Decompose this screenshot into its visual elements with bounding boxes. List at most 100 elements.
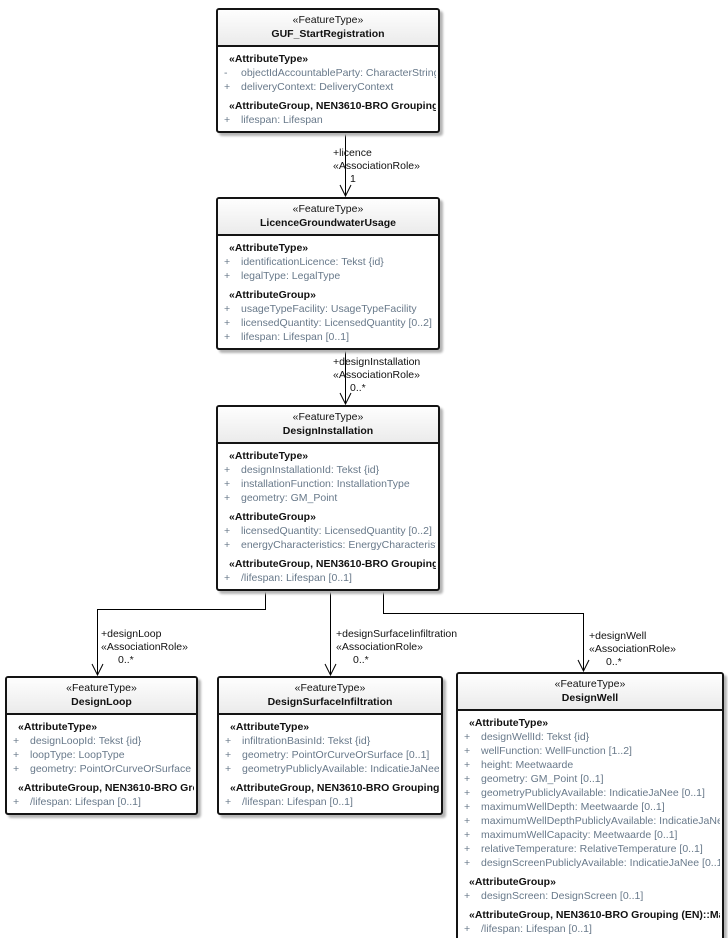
attribute-visibility: + (224, 303, 231, 315)
class-design-loop[interactable]: «FeatureType» DesignLoop «AttributeType»… (5, 676, 198, 815)
attribute-section-header: «AttributeGroup» (229, 511, 316, 523)
attribute-visibility: + (225, 796, 232, 808)
association-multiplicity: 0..* (606, 656, 622, 668)
class-stereotype: «FeatureType» (66, 682, 137, 694)
attribute-row: + height: Meetwaarde (458, 758, 720, 772)
attribute-visibility: + (225, 749, 232, 761)
attribute-row: + deliveryContext: DeliveryContext (218, 80, 436, 94)
class-guf-start-registration[interactable]: «FeatureType» GUF_StartRegistration «Att… (216, 8, 440, 133)
class-design-installation[interactable]: «FeatureType» DesignInstallation «Attrib… (216, 405, 440, 591)
class-name: GUF_StartRegistration (271, 28, 385, 40)
association-label-design-well[interactable]: +designWell «AssociationRole» 0..* (589, 630, 676, 669)
attribute-row: + designScreenPubliclyAvailable: Indicati… (458, 856, 720, 870)
attribute-visibility: + (225, 735, 232, 747)
attribute-section-header: «AttributeGroup, NEN3610-BRO Grouping (E… (230, 782, 439, 794)
attribute-row: +lifespan: Lifespan [0..1] (218, 330, 436, 344)
association-label-design-surface-infiltration[interactable]: +designSurfaceIinfiltration «Association… (336, 628, 457, 667)
class-design-well[interactable]: «FeatureType» DesignWell «AttributeType»… (456, 672, 724, 938)
attribute-visibility: + (464, 857, 471, 869)
attribute-row: +geometry: GM_Point (218, 491, 436, 505)
association-label-licence[interactable]: +licence «AssociationRole» 1 (333, 147, 420, 186)
attribute-visibility: - (224, 67, 228, 79)
class-attribute-compartment: «AttributeType»+identificationLicence: T… (218, 236, 438, 348)
class-licence-groundwater-usage[interactable]: «FeatureType» LicenceGroundwaterUsage «A… (216, 197, 440, 350)
attribute-visibility: + (224, 256, 231, 268)
association-label-design-installation[interactable]: +designInstallation «AssociationRole» 0.… (333, 356, 420, 395)
attribute-row: +licensedQuantity: LicensedQuantity [0..… (218, 316, 436, 330)
class-name: DesignLoop (71, 696, 132, 708)
attribute-visibility: + (464, 815, 471, 827)
attribute-visibility: + (13, 735, 20, 747)
attribute-text: energyCharacteristics: EnergyCharacteris… (241, 539, 436, 551)
attribute-section-header: «AttributeType» (229, 450, 309, 462)
attribute-visibility: + (13, 763, 20, 775)
attribute-row: +maximumWellDepth: Meetwaarde [0..1] (458, 800, 720, 814)
association-role-name: +designWell (589, 630, 647, 642)
attribute-text: loopType: LoopType (30, 749, 125, 761)
attribute-visibility: + (464, 890, 471, 902)
attribute-section-header: «AttributeGroup, NEN3610-BRO Grouping (E… (469, 909, 720, 921)
attribute-row: +wellFunction: WellFunction [1..2] (458, 744, 720, 758)
class-stereotype: «FeatureType» (292, 203, 364, 215)
attribute-text: height: Meetwaarde (481, 759, 574, 771)
attribute-section-header: «AttributeType» (18, 721, 98, 733)
attribute-visibility: + (224, 478, 231, 490)
attribute-text: deliveryContext: DeliveryContext (241, 81, 394, 93)
attribute-row: +relativeTemperature: RelativeTemperatur… (458, 842, 720, 856)
attribute-visibility: + (464, 773, 471, 785)
attribute-text: licensedQuantity: LicensedQuantity [0..2… (241, 317, 432, 329)
attribute-text: lifespan: Lifespan [0..1] (241, 331, 349, 343)
attribute-text: objectIdAccountableParty: CharacterStrin… (241, 67, 436, 79)
class-name: DesignSurfaceInfiltration (267, 696, 393, 708)
attribute-row: +geometryPubliclyAvailable: IndicatieJaN… (458, 786, 720, 800)
attribute-text: usageTypeFacility: UsageTypeFacility (241, 303, 417, 315)
association-role-name: +designLoop (101, 628, 162, 640)
class-attribute-compartment: «AttributeType» + infiltrationBasinId: Tek… (219, 715, 441, 813)
association-multiplicity: 1 (350, 173, 356, 185)
attribute-section-header: «AttributeType» (229, 242, 309, 254)
attribute-text: designLoopId: Tekst {id} (30, 735, 142, 747)
class-design-surface-infiltration[interactable]: «FeatureType» DesignSurfaceInfiltration … (217, 676, 443, 815)
attribute-visibility: + (224, 81, 231, 93)
attribute-row: +/lifespan: Lifespan [0..1] (458, 922, 720, 936)
association-stereotype: «AssociationRole» (101, 641, 188, 653)
attribute-row: +designScreen: DesignScreen [0..1] (458, 889, 720, 903)
attribute-row: +designInstallationId: Tekst {id} (218, 463, 436, 477)
association-role-name: +designSurfaceIinfiltration (336, 628, 458, 640)
attribute-section-header: «AttributeGroup, NEN3610-BRO Grouping (E… (229, 558, 436, 570)
association-label-design-loop[interactable]: +designLoop «AssociationRole» 0..* (101, 628, 188, 667)
association-stereotype: «AssociationRole» (336, 641, 423, 653)
attribute-text: lifespan: Lifespan (241, 114, 323, 126)
class-attribute-compartment: «AttributeType»-objectIdAccountableParty… (218, 47, 438, 131)
attribute-visibility: + (464, 745, 471, 757)
attribute-text: maximumWellCapacity: Meetwaarde [0..1] (481, 829, 678, 841)
attribute-text: /lifespan: Lifespan [0..1] (30, 796, 141, 808)
class-header: «FeatureType» DesignWell (458, 674, 722, 711)
class-stereotype: «FeatureType» (292, 411, 364, 423)
class-header: «FeatureType» DesignLoop (7, 678, 196, 715)
attribute-text: /lifespan: Lifespan [0..1] (241, 572, 352, 584)
attribute-row: + designLoopId: Tekst {id} (7, 734, 194, 748)
attribute-row: +designWellId: Tekst {id} (458, 730, 720, 744)
attribute-section-header: «AttributeGroup» (229, 289, 316, 301)
class-header: «FeatureType» DesignInstallation (218, 407, 438, 444)
class-name: LicenceGroundwaterUsage (260, 217, 396, 229)
attribute-text: installationFunction: InstallationType (241, 478, 410, 490)
attribute-visibility: + (464, 829, 471, 841)
class-attribute-compartment: «AttributeType» + designLoopId: Tekst {id}… (7, 715, 196, 813)
class-stereotype: «FeatureType» (294, 682, 366, 694)
attribute-row: +geometryPubliclyAvailable: IndicatieJaN… (219, 762, 439, 776)
association-role-name: +designInstallation (333, 356, 421, 368)
attribute-row: +geometry: GM_Point [0..1] (458, 772, 720, 786)
attribute-row: +lifespan: Lifespan (218, 113, 436, 127)
attribute-row: + usageTypeFacility: UsageTypeFacility (218, 302, 436, 316)
attribute-section-header: «AttributeType» (230, 721, 310, 733)
attribute-row: + maximumWellCapacity: Meetwaarde [0..1] (458, 828, 720, 842)
attribute-text: infiltrationBasinId: Tekst {id} (242, 735, 371, 747)
class-attribute-compartment: «AttributeType»+designInstallationId: Te… (218, 444, 438, 589)
attribute-text: /lifespan: Lifespan [0..1] (481, 923, 592, 935)
attribute-visibility: + (464, 759, 471, 771)
attribute-text: designScreenPubliclyAvailable: Indicatie… (481, 857, 720, 869)
arrowhead-design-surface-infiltration (324, 663, 337, 677)
